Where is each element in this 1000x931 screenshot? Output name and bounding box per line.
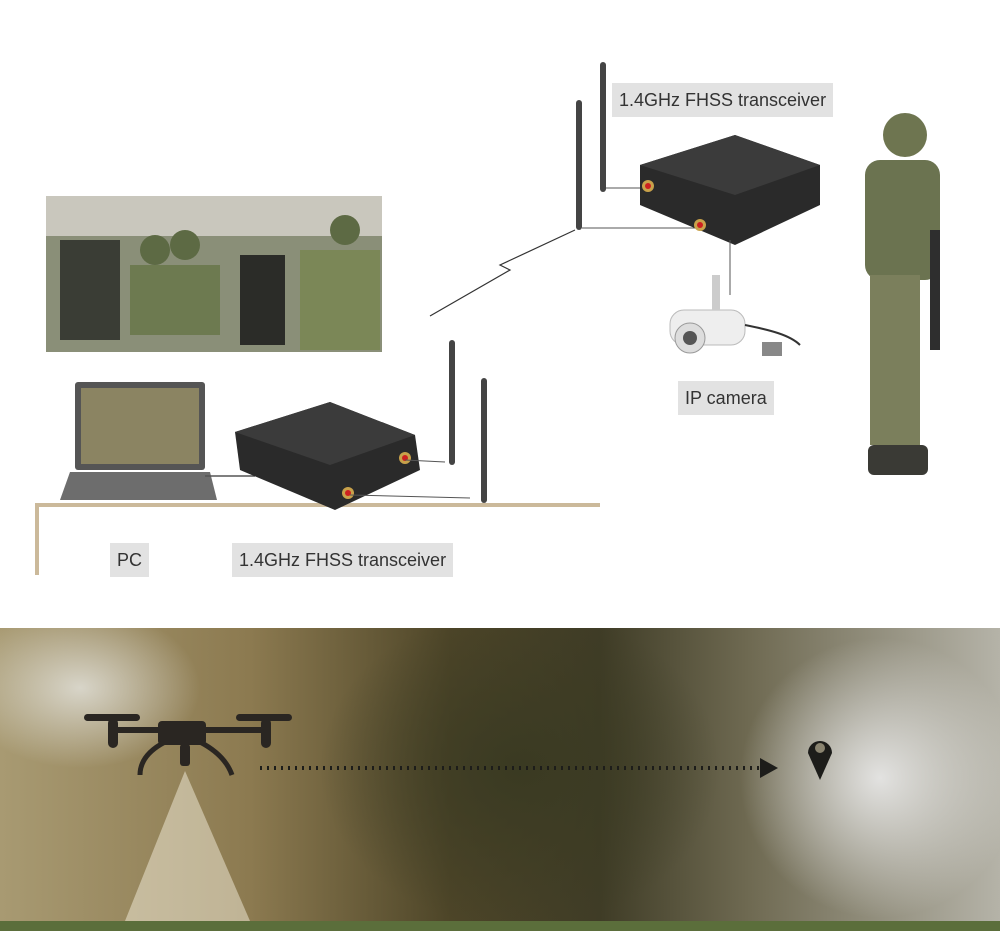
drone-route [125,741,832,921]
laptop-pc [60,382,217,500]
soldier-figure [865,113,940,475]
pc-label: PC [110,543,150,577]
bottom-transceiver-label: 1.4GHz FHSS transceiver [232,543,454,577]
top-transceiver-label: 1.4GHz FHSS transceiver [612,83,834,117]
terrain-map-background [0,628,1000,921]
desk-line [35,503,600,575]
arrow-icon [760,758,778,778]
location-pin-icon [808,741,832,780]
bottom-transceiver-device [235,340,487,510]
top-transceiver-device [576,62,820,295]
camera-view-cone [125,771,250,921]
bottom-green-bar [0,921,1000,931]
ip-camera-label: IP camera [678,381,774,415]
wireless-signal-icon [429,229,576,317]
ip-camera-device [669,275,801,356]
vehicle-interior-photo [46,196,382,352]
